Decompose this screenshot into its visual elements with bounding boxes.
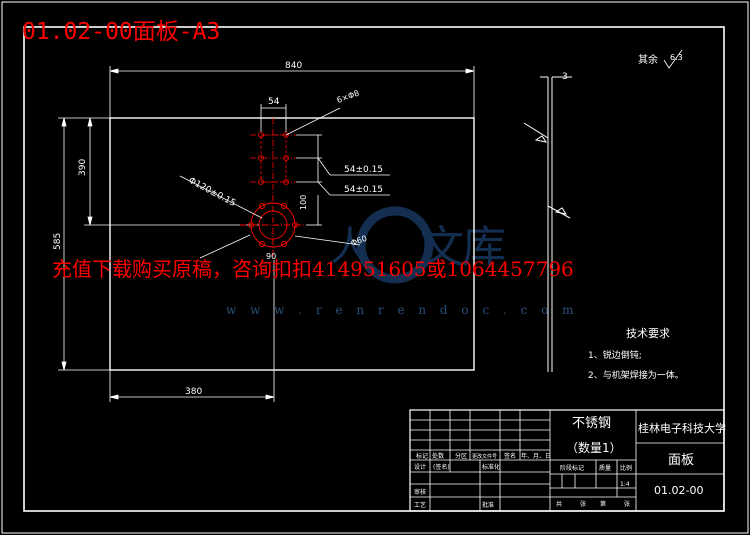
dim-54a-label: 54±0.15 bbox=[344, 165, 383, 175]
tb-sheet-3: 第 bbox=[600, 500, 606, 508]
tb-sign: (签名) bbox=[433, 463, 450, 471]
watermark-logo: 人 文 库 bbox=[330, 206, 506, 284]
hole-pattern bbox=[250, 118, 296, 200]
tb-header-2: 分区 bbox=[455, 452, 467, 460]
dim-height-upper-label: 390 bbox=[78, 159, 88, 176]
tb-sheet-2: 张 bbox=[580, 500, 586, 508]
roughness-value: 6.3 bbox=[670, 53, 683, 62]
promo-banner: 充值下载购买原稿，咨询扣扣414951605或1064457796 bbox=[52, 257, 574, 281]
dim-height-total bbox=[58, 117, 110, 371]
tb-part-name: 面板 bbox=[668, 453, 694, 468]
notes-item-2: 2、与机架焊接为一体。 bbox=[588, 369, 684, 381]
circle-pattern bbox=[240, 195, 306, 258]
dim-54-pair bbox=[296, 134, 390, 196]
side-view bbox=[523, 76, 572, 372]
title-block-grid bbox=[409, 409, 725, 512]
side-thickness-label: 3 bbox=[562, 72, 568, 82]
tb-review: 审核 bbox=[414, 488, 426, 496]
hole-spec-label: 6×Φ8 bbox=[336, 88, 361, 104]
tb-header-0: 标记 bbox=[416, 452, 428, 460]
tb-sheet-1: 共 bbox=[556, 500, 562, 508]
dim-width-lower-label: 380 bbox=[185, 387, 202, 397]
dim-90-label: 90 bbox=[266, 252, 276, 261]
dim-100-label: 100 bbox=[299, 195, 308, 210]
tb-header-1: 处数 bbox=[432, 452, 444, 460]
tb-scale-label: 比例 bbox=[620, 464, 632, 472]
drawing-title: 01.02-00面板-A3 bbox=[22, 19, 221, 45]
tb-sheet-4: 张 bbox=[624, 500, 630, 508]
dim-width-total bbox=[109, 66, 475, 118]
panel-outline bbox=[109, 117, 475, 371]
tb-school: 桂林电子科技大学 bbox=[638, 421, 726, 435]
dim-width-total-label: 840 bbox=[285, 61, 302, 71]
leader-circle-dia bbox=[179, 175, 361, 259]
tb-header-5: 年、月、日 bbox=[521, 452, 551, 460]
tb-drawing-no: 01.02-00 bbox=[654, 484, 703, 497]
tb-process: 工艺 bbox=[414, 501, 426, 509]
dim-hole-pitch-top bbox=[260, 104, 287, 132]
tb-quantity: （数量1） bbox=[566, 440, 622, 455]
roughness-label: 其余 bbox=[638, 53, 658, 66]
tb-standard: 标准化 bbox=[482, 463, 500, 471]
roughness-mark: 其余 6.3 bbox=[638, 49, 683, 69]
watermark-url: w w w . r e n r e n d o c . c o m bbox=[226, 303, 579, 317]
tb-approve: 批准 bbox=[482, 501, 494, 509]
dim-height-total-label: 585 bbox=[53, 233, 63, 250]
tb-scale-value: 1:4 bbox=[620, 481, 630, 488]
watermark-glyph-2: 文 bbox=[420, 222, 464, 273]
tb-stage-label: 阶段标记 bbox=[560, 464, 584, 472]
dim-width-lower bbox=[109, 260, 275, 402]
dim-height-upper bbox=[84, 117, 260, 226]
dim-54b-label: 54±0.15 bbox=[344, 185, 383, 195]
notes-heading: 技术要求 bbox=[626, 327, 670, 340]
dim-hole-pitch-top-label: 54 bbox=[268, 97, 280, 107]
watermark-glyph-3: 库 bbox=[462, 222, 506, 273]
watermark-glyph-1: 人 bbox=[330, 224, 370, 270]
leader-hole-spec bbox=[285, 107, 341, 136]
notes-item-1: 1、锐边倒钝; bbox=[588, 349, 642, 361]
dia-circle-label: Φ120±0.15 bbox=[187, 176, 237, 209]
tb-material: 不锈钢 bbox=[572, 416, 611, 431]
tb-header-4: 签名 bbox=[504, 452, 516, 460]
tb-design: 设计 bbox=[414, 463, 426, 471]
inner-frame bbox=[23, 26, 725, 512]
tb-header-3: 更改文件号 bbox=[472, 453, 497, 460]
tb-mass-label: 质量 bbox=[599, 464, 611, 472]
